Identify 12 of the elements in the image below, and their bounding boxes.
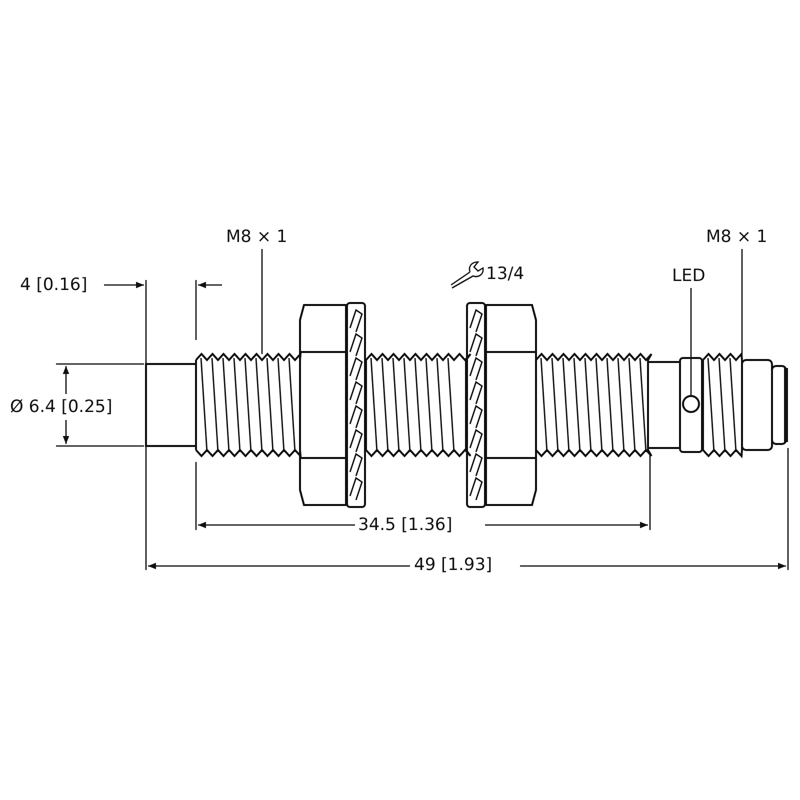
leader-line <box>690 288 692 396</box>
callout-label: M8 × 1 <box>706 229 768 246</box>
dimension-text: Ø 6.4 [0.25] <box>10 399 112 416</box>
dimension-text: 49 [1.93] <box>414 557 492 574</box>
callout-label: M8 × 1 <box>226 229 288 246</box>
dimension-text: 34.5 [1.36] <box>358 517 452 534</box>
dimension-text: 13/4 <box>486 266 524 283</box>
leader-line <box>261 249 263 354</box>
dimension-text: 4 [0.16] <box>20 277 88 294</box>
leader-line <box>741 249 743 354</box>
callout-label: LED <box>672 268 706 285</box>
led-indicator <box>682 395 700 413</box>
